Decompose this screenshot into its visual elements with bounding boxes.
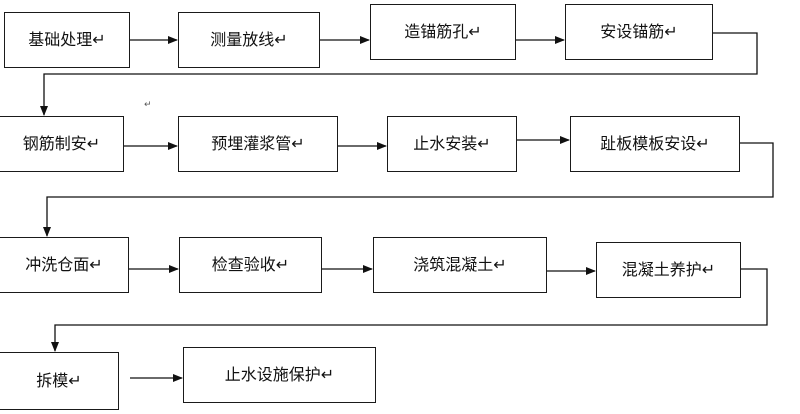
arrow-s8-s9 (43, 142, 774, 237)
step-pour-concrete: 浇筑混凝土↵ (373, 237, 547, 293)
step-rinse-pour-surface: 冲洗仓面↵ (0, 237, 129, 293)
arrow-s12-s13 (51, 268, 768, 352)
step-concrete-curing: 混凝土养护↵ (596, 242, 741, 298)
step-toe-slab-formwork: 趾板模板安设↵ (570, 116, 740, 172)
step-rebar-fabrication: 钢筋制安↵ (0, 116, 124, 172)
step-foundation-treatment: 基础处理↵ (4, 12, 130, 68)
step-survey-layout: 测量放线↵ (178, 12, 320, 68)
step-waterstop-protection: 止水设施保护↵ (183, 347, 376, 403)
stray-paragraph-mark: ↵ (144, 100, 152, 110)
step-inspection-acceptance: 检查验收↵ (179, 237, 322, 293)
step-waterstop-install: 止水安装↵ (387, 116, 517, 172)
step-install-anchor-bars: 安设锚筋↵ (565, 4, 713, 60)
arrow-s4-s5 (40, 32, 758, 116)
step-embed-grout-pipes: 预埋灌浆管↵ (178, 116, 338, 172)
step-remove-formwork: 拆模↵ (0, 352, 119, 410)
step-drill-anchor-holes: 造锚筋孔↵ (370, 4, 516, 60)
